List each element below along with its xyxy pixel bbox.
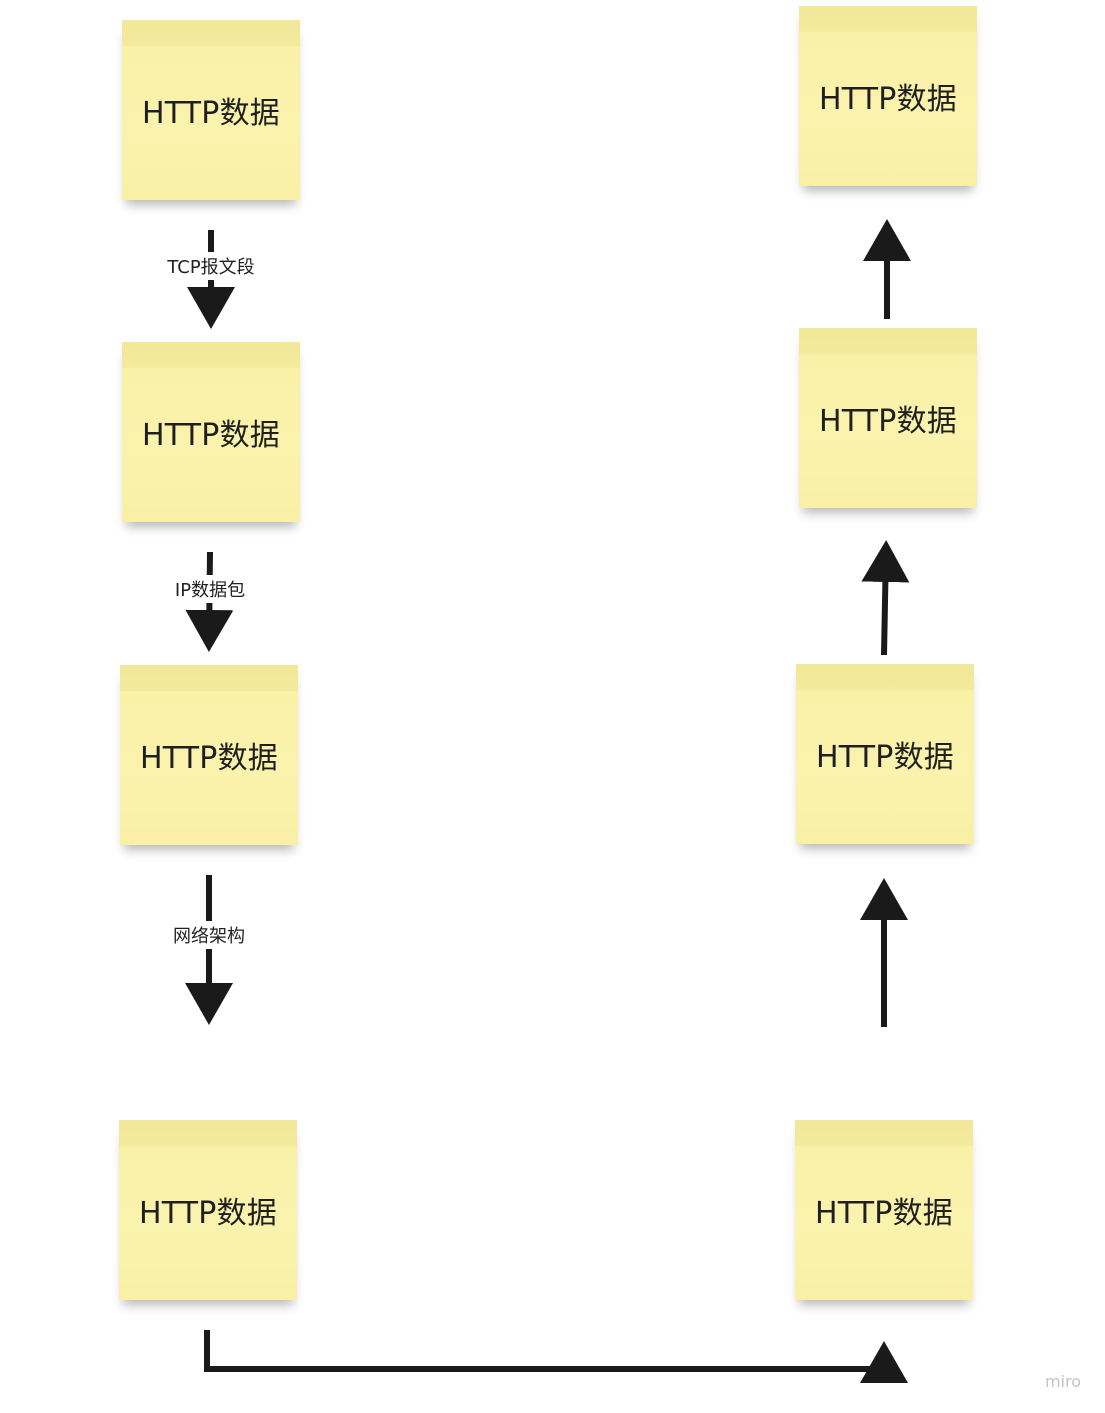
sticky-band — [799, 6, 977, 32]
sticky-label: HTTP数据 — [140, 741, 278, 776]
sticky-label: HTTP数据 — [142, 96, 280, 131]
sticky-label: HTTP数据 — [139, 1196, 277, 1231]
sticky-band — [122, 342, 300, 368]
sticky-note-left-1[interactable]: HTTP数据 — [122, 20, 300, 200]
edge-label-network[interactable]: 网络架构 — [171, 921, 247, 949]
sticky-label: HTTP数据 — [815, 1196, 953, 1231]
sticky-band — [120, 665, 298, 691]
sticky-note-right-4[interactable]: HTTP数据 — [795, 1120, 973, 1300]
sticky-note-right-3[interactable]: HTTP数据 — [796, 664, 974, 844]
sticky-band — [795, 1120, 973, 1146]
sticky-band — [796, 664, 974, 690]
sticky-label: HTTP数据 — [819, 404, 957, 439]
sticky-note-left-4[interactable]: HTTP数据 — [119, 1120, 297, 1300]
sticky-note-left-3[interactable]: HTTP数据 — [120, 665, 298, 845]
arrow-right-2-up[interactable] — [861, 540, 910, 656]
sticky-label: HTTP数据 — [142, 418, 280, 453]
arrow-bottom-connector[interactable] — [204, 1330, 908, 1383]
miro-watermark: miro — [1044, 1372, 1081, 1391]
sticky-band — [122, 20, 300, 46]
sticky-label: HTTP数据 — [816, 740, 954, 775]
sticky-band — [119, 1120, 297, 1146]
edge-label-tcp[interactable]: TCP报文段 — [165, 252, 257, 280]
sticky-note-right-2[interactable]: HTTP数据 — [799, 328, 977, 508]
sticky-label: HTTP数据 — [819, 82, 957, 117]
sticky-band — [799, 328, 977, 354]
sticky-note-right-1[interactable]: HTTP数据 — [799, 6, 977, 186]
edge-label-ip[interactable]: IP数据包 — [172, 575, 248, 603]
sticky-note-left-2[interactable]: HTTP数据 — [122, 342, 300, 522]
